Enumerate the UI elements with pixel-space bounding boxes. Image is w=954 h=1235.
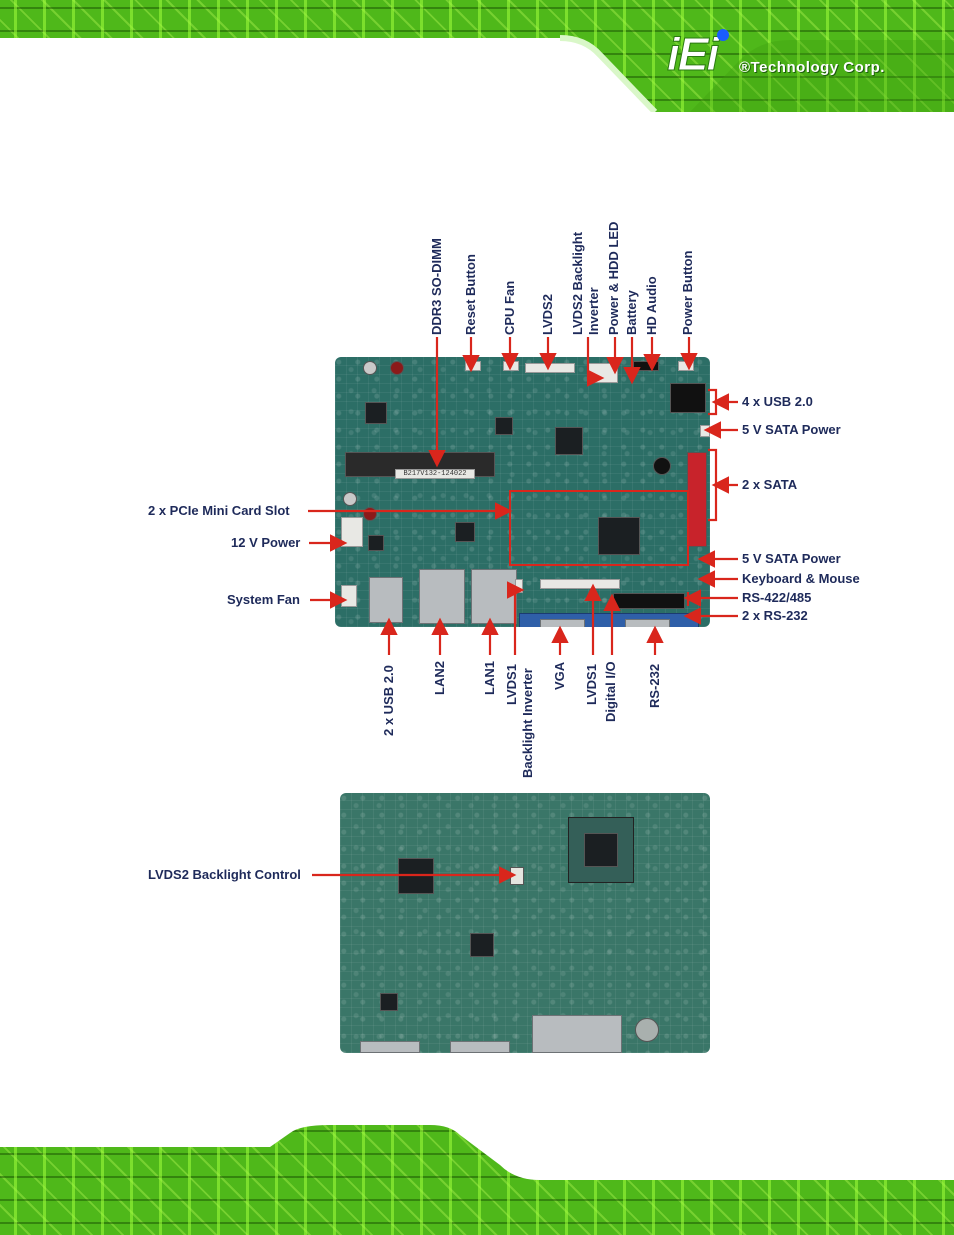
- page-footer: [0, 1125, 954, 1235]
- label-4x-usb: 4 x USB 2.0: [742, 394, 813, 409]
- bottom-lan-area: [532, 1015, 622, 1053]
- logo-dot-icon: [717, 29, 729, 41]
- label-pcie-mini-card: 2 x PCIe Mini Card Slot: [148, 503, 290, 518]
- usb-stack: [369, 577, 403, 623]
- label-power-hdd-led: Power & HDD LED: [606, 221, 621, 335]
- leader-lvds2-backlight: [586, 337, 605, 387]
- chip-b: [365, 402, 387, 424]
- label-power-button: Power Button: [680, 250, 695, 336]
- chip-main: [598, 517, 640, 555]
- label-vga: VGA: [552, 661, 567, 690]
- label-lan1: LAN1: [482, 661, 497, 695]
- label-12v-power: 12 V Power: [231, 535, 301, 550]
- label-lvds2: LVDS2: [540, 294, 555, 335]
- capacitor-c: [343, 492, 357, 506]
- header-white-panel: [0, 35, 954, 112]
- buzzer: [653, 457, 671, 475]
- label-2x-usb: 2 x USB 2.0: [381, 665, 396, 736]
- leader-lvds1-inverter: [506, 581, 525, 655]
- logo-mark: iEi: [666, 28, 719, 81]
- label-2x-sata: 2 x SATA: [742, 477, 798, 492]
- vga-port: [540, 619, 585, 627]
- bridge-chip: [584, 833, 618, 867]
- label-backlight-inverter: Backlight Inverter: [520, 668, 535, 778]
- rs232-port: [625, 619, 670, 627]
- lvds1-connector: [540, 579, 620, 589]
- label-lvds1: LVDS1: [584, 664, 599, 705]
- label-lvds1-backlight: LVDS1: [504, 664, 519, 705]
- label-inverter: Inverter: [586, 287, 601, 335]
- label-lan2: LAN2: [432, 661, 447, 695]
- usb-headers: [670, 383, 706, 413]
- capacitor-a: [363, 361, 377, 375]
- label-digital-io: Digital I/O: [603, 661, 618, 722]
- chip-c: [455, 522, 475, 542]
- label-5v-sata-power-2: 5 V SATA Power: [742, 551, 841, 566]
- label-2x-rs232: 2 x RS-232: [742, 608, 808, 623]
- board-sticker: B217V132-124022: [395, 469, 475, 479]
- small-chip-a: [380, 993, 398, 1011]
- label-lvds2-backlight-control: LVDS2 Backlight Control: [148, 867, 301, 882]
- label-rs232: RS-232: [647, 663, 662, 708]
- company-logo: iEi ®Technology Corp.: [666, 25, 947, 85]
- bottom-com-port: [360, 1041, 420, 1053]
- footer-white-panel: [0, 1125, 954, 1180]
- pcie-mini-card-highlight: [509, 490, 689, 566]
- bracket-sata: [708, 448, 718, 522]
- label-lvds2-backlight: LVDS2 Backlight: [570, 231, 585, 335]
- label-ddr3-so-dimm: DDR3 SO-DIMM: [429, 238, 444, 335]
- label-reset-button: Reset Button: [463, 254, 478, 335]
- bottom-vga-port: [450, 1041, 510, 1053]
- controller-chip: [470, 933, 494, 957]
- label-hd-audio: HD Audio: [644, 276, 659, 335]
- label-5v-sata-power-1: 5 V SATA Power: [742, 422, 841, 437]
- logo-company-name: ®Technology Corp.: [739, 59, 885, 76]
- bracket-usb: [708, 388, 718, 416]
- label-battery: Battery: [624, 290, 639, 335]
- label-rs422-485: RS-422/485: [742, 590, 812, 605]
- label-keyboard-mouse: Keyboard & Mouse: [742, 571, 860, 586]
- capacitor-b: [390, 361, 404, 375]
- chip-d: [495, 417, 513, 435]
- battery-holder: [635, 1018, 659, 1042]
- label-system-fan: System Fan: [227, 592, 300, 607]
- page-header: iEi ®Technology Corp.: [0, 0, 954, 112]
- board-bottom-view: [340, 793, 710, 1053]
- chip-a: [555, 427, 583, 455]
- inductor: [368, 535, 384, 551]
- label-cpu-fan: CPU Fan: [502, 280, 517, 335]
